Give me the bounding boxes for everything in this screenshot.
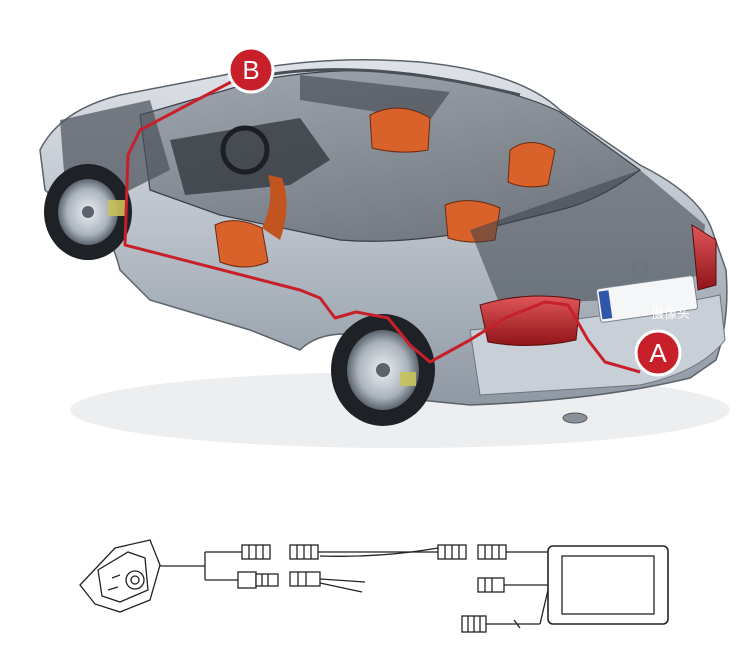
dashboard [170, 118, 330, 195]
steering-wheel [220, 125, 270, 175]
camera-label: 摄像头 [651, 307, 690, 322]
marker-a-label: A [649, 338, 667, 368]
power-lead-red [319, 578, 366, 583]
front-wheel [44, 164, 132, 260]
monitor-aux-connector [477, 577, 505, 593]
power-connector-male [237, 571, 279, 589]
marker-b-label: B [242, 55, 259, 85]
license-plate [595, 275, 699, 323]
car-cutaway: B A 摄像头 [39, 46, 730, 448]
video-connector-male [241, 544, 271, 560]
tail-light-right [691, 224, 717, 291]
power-lead-black [319, 582, 363, 593]
rear-suspension-part [400, 372, 416, 386]
license-plate-eu-strip [598, 290, 613, 320]
video-connector-female [289, 544, 319, 560]
extension-connector-male [437, 544, 467, 560]
brand-emblem [632, 260, 648, 276]
marker-b: B [227, 46, 275, 94]
power-connector-female [289, 571, 321, 587]
wiring-diagram [79, 539, 669, 633]
monitor-power-cable [539, 589, 549, 625]
wiring-route [123, 70, 641, 374]
marker-a: A [634, 329, 682, 377]
extension-trigger-wire [319, 547, 439, 557]
sunroof [300, 75, 450, 120]
rear-seat-left [369, 107, 431, 153]
roof-rail [249, 68, 521, 97]
monitor-power-plug [461, 615, 540, 633]
front-suspension-part [108, 200, 126, 216]
rear-seat-right [444, 142, 556, 243]
front-seat [214, 175, 287, 268]
monitor-video-connector [477, 544, 507, 560]
exhaust-pipe [562, 412, 588, 424]
rear-camera-icon [79, 539, 161, 613]
rear-wheel [331, 314, 435, 426]
monitor-display [547, 545, 669, 625]
